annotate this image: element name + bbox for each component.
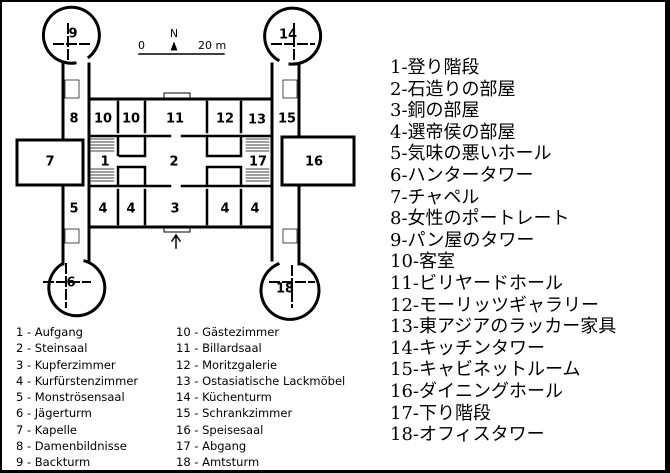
room-label: 3 [170, 202, 179, 217]
legend-item: 5 - Monströsensaal [16, 390, 125, 405]
legend-item: 8-女性のポートレート [390, 208, 570, 230]
legend-item: 10 - Gästezimmer [176, 325, 280, 339]
legend-item: 18 - Amtsturm [176, 455, 260, 470]
legend-item: 18-オフィスタワー [390, 424, 545, 446]
entrance-arrow [170, 233, 182, 249]
room-label: 9 [68, 27, 77, 42]
japanese-legend: 1-登り階段 2-石造りの部屋 3-銅の部屋 4-選帝侯の部屋 5-気味の悪いホ… [390, 57, 616, 446]
room-label: 4 [250, 202, 259, 217]
legend-item: 16 - Speisesaal [176, 422, 264, 437]
room-label: 6 [66, 276, 75, 291]
legend-item: 17 - Abgang [176, 439, 247, 454]
north-portal [163, 92, 191, 100]
legend-item: 12-モーリッツギャラリー [390, 294, 599, 316]
legend-item: 7 - Kapelle [16, 422, 78, 437]
room-label: 18 [276, 282, 294, 297]
room-label: 10 [94, 112, 112, 127]
room-label: 5 [69, 202, 78, 217]
legend-item: 10-客室 [390, 251, 455, 273]
legend-item: 14-キッチンタワー [390, 337, 545, 359]
legend-item: 7-チャペル [390, 186, 480, 208]
legend-item: 9-パン屋のタワー [390, 229, 535, 251]
legend-item: 6-ハンタータワー [390, 164, 534, 186]
legend-item: 16-ダイニングホール [390, 380, 563, 402]
legend-item: 2 - Steinsaal [16, 341, 88, 356]
room-label: 2 [169, 155, 178, 170]
legend-item: 17-下り階段 [390, 402, 491, 424]
right-wing-walls [270, 62, 301, 266]
left-wing-walls [61, 62, 91, 266]
legend-item: 1 - Aufgang [16, 325, 83, 339]
legend-item: 5-気味の悪いホール [390, 143, 552, 165]
tower-14 [263, 6, 323, 66]
legend-item: 8 - Damenbildnisse [16, 439, 127, 454]
staircase-1 [90, 138, 115, 182]
room-label: 7 [45, 155, 54, 170]
legend-item: 11 - Billardsaal [176, 341, 262, 356]
legend-item: 3 - Kupferzimmer [16, 357, 116, 372]
staircase-17 [245, 138, 270, 182]
legend-item: 12 - Moritzgalerie [176, 357, 278, 372]
legend-item: 2-石造りの部屋 [390, 78, 516, 100]
scale-zero-label: 0 [138, 39, 145, 52]
south-portal [163, 226, 191, 233]
chapel-walls [15, 138, 85, 187]
legend-item: 15-キャビネットルーム [390, 359, 581, 381]
legend-item: 6 - Jägerturm [16, 406, 92, 421]
room-label: 13 [248, 113, 266, 128]
room-label: 16 [305, 155, 323, 170]
legend-item: 15 - Schrankzimmer [176, 406, 293, 421]
legend-item: 11-ビリヤードホール [390, 272, 563, 294]
legend-column-1: 1 - Aufgang 2 - Steinsaal 3 - Kupferzimm… [16, 324, 139, 470]
room-label: 14 [279, 28, 297, 43]
tower-stairs [64, 79, 298, 244]
legend-item: 13-東アジアのラッカー家具 [390, 316, 617, 338]
legend-item: 3-銅の部屋 [390, 100, 480, 122]
room-label: 8 [69, 112, 78, 127]
room-label: 4 [220, 202, 229, 217]
room-label: 17 [249, 155, 267, 170]
room-label: 12 [216, 112, 234, 127]
scale-length-label: 20 m [198, 39, 226, 52]
legend-item: 13 - Ostasiatische Lackmöbel [176, 373, 346, 388]
dining-hall-walls [280, 135, 356, 187]
internal-walls [87, 100, 274, 226]
legend-item: 4-選帝侯の部屋 [390, 121, 516, 143]
legend-column-2: 10 - Gästezimmer 11 - Billardsaal 12 - M… [176, 324, 346, 470]
tower-6 [43, 259, 107, 318]
tower-9 [41, 5, 101, 65]
legend-item: 14 - Küchenturm [176, 390, 272, 405]
legend-item: 4 - Kurfürstenzimmer [16, 373, 139, 388]
room-label: 4 [126, 202, 135, 217]
floor-plan: N 0 20 m 8 10 10 11 12 13 15 7 1 2 17 16… [15, 5, 356, 321]
north-arrow-icon [170, 41, 178, 51]
room-label: 1 [100, 155, 109, 170]
room-label: 15 [278, 112, 296, 127]
room-label: 10 [122, 112, 140, 127]
room-label: 11 [166, 112, 184, 127]
legend-item: 9 - Backturm [16, 455, 91, 470]
legend-item: 1-登り階段 [390, 57, 480, 78]
north-label: N [170, 27, 178, 40]
tower-18 [259, 262, 321, 321]
room-label: 4 [98, 202, 107, 217]
